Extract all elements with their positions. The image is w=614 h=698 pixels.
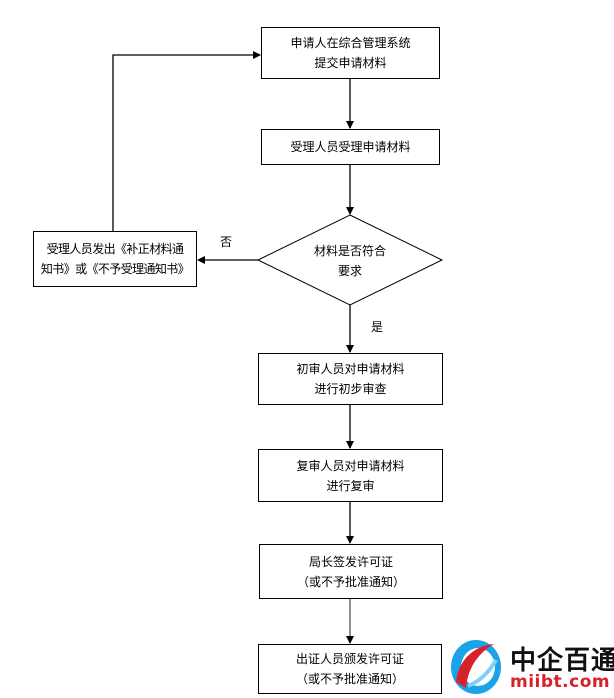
step-accept: 受理人员受理申请材料 xyxy=(261,129,440,165)
step-submit: 申请人在综合管理系统 提交申请材料 xyxy=(261,27,440,79)
decision-line2: 要求 xyxy=(337,264,362,278)
miibt-logo-icon xyxy=(451,640,501,694)
step-first-review-line1: 初审人员对申请材料 xyxy=(296,362,405,376)
step-notify-line2: 知书》或《不予受理通知书》 xyxy=(40,262,190,276)
arrow-notify-to-submit xyxy=(112,51,261,231)
step-sign-line2: （或不予批准通知） xyxy=(296,574,405,589)
label-no: 否 xyxy=(220,235,233,249)
step-second-review-line2: 进行复审 xyxy=(326,478,375,493)
step-sign: 局长签发许可证 （或不予批准通知） xyxy=(259,544,443,599)
watermark-url: miibt.com xyxy=(510,672,611,692)
step-notify-line1: 受理人员发出《补正材料通 xyxy=(46,242,184,256)
step-submit-line2: 提交申请材料 xyxy=(314,56,387,70)
step-first-review-line2: 进行初步审查 xyxy=(314,382,387,396)
watermark-title: 中企百通 xyxy=(510,646,614,676)
watermark-logo: 中企百通 miibt.com xyxy=(448,636,614,698)
step-second-review: 复审人员对申请材料 进行复审 xyxy=(258,449,443,502)
decision-check-text: 材料是否符合 要求 xyxy=(295,241,405,281)
step-issue-line1: 出证人员颁发许可证 xyxy=(295,652,404,666)
label-yes: 是 xyxy=(371,320,384,334)
step-submit-line1: 申请人在综合管理系统 xyxy=(290,36,411,50)
step-issue: 出证人员颁发许可证 （或不予批准通知） xyxy=(258,644,442,694)
step-second-review-line1: 复审人员对申请材料 xyxy=(296,458,405,473)
step-accept-line1: 受理人员受理申请材料 xyxy=(290,140,411,154)
step-first-review: 初审人员对申请材料 进行初步审查 xyxy=(258,353,443,405)
step-sign-line1: 局长签发许可证 xyxy=(308,554,393,569)
step-notify: 受理人员发出《补正材料通 知书》或《不予受理通知书》 xyxy=(33,231,197,287)
decision-line1: 材料是否符合 xyxy=(313,244,386,258)
step-issue-line2: （或不予批准通知） xyxy=(295,672,404,686)
